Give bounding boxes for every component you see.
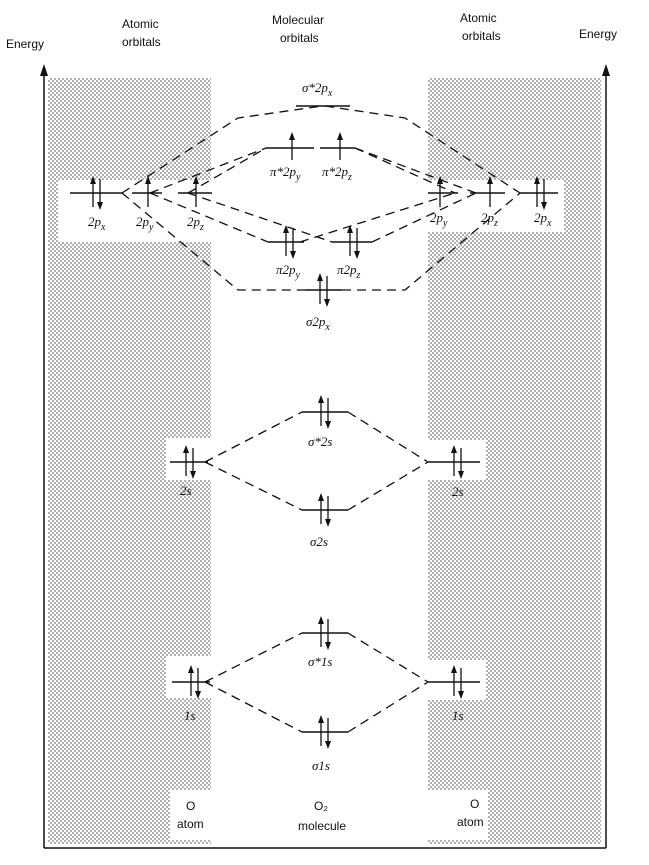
right-atom-word: atom: [457, 815, 484, 829]
left-2s-orbital: [170, 445, 208, 479]
pi-2py-label: π2py: [276, 262, 301, 281]
left-2py-label: 2py: [136, 214, 154, 233]
left-2px-label: 2px: [88, 214, 106, 233]
correlation-lines: [121, 105, 521, 733]
sigma-star-1s-label: σ*1s: [308, 654, 332, 669]
left-2pz-label: 2pz: [187, 214, 204, 233]
sigma-star-2s-orbital: [302, 395, 348, 429]
sigma-star-2px-label: σ*2px: [302, 80, 333, 99]
left-atom-symbol: O: [186, 799, 195, 813]
sigma-star-1s-orbital: [302, 616, 348, 650]
sigma-1s-orbital: [302, 715, 348, 749]
left-atom-word: atom: [177, 817, 204, 831]
molecule-symbol: O₂: [314, 799, 328, 813]
pi-star-2py-orbital: [266, 132, 314, 160]
left-2pz-orbital: [178, 176, 212, 207]
pi-star-2py-label: π*2py: [270, 164, 301, 183]
left-1s-orbital: [172, 665, 210, 699]
left-2px-orbital: [70, 176, 122, 210]
right-2pz-orbital: [470, 176, 505, 207]
pi-2pz-orbital: [332, 225, 372, 259]
right-2s-label: 2s: [452, 484, 464, 499]
pi-star-2pz-orbital: [320, 132, 355, 160]
energy-axis-left: [40, 64, 48, 848]
left-2s-label: 2s: [180, 483, 192, 498]
right-2s-orbital: [428, 445, 480, 479]
pi-2pz-label: π2pz: [337, 262, 361, 281]
atomic-orbitals-left-line1: Atomic: [122, 17, 159, 31]
pi-2py-orbital: [268, 225, 304, 259]
atomic-orbitals-right-line1: Atomic: [460, 11, 497, 25]
right-1s-orbital: [428, 665, 480, 699]
left-1s-label: 1s: [184, 708, 196, 723]
sigma-2s-label: σ2s: [310, 534, 328, 549]
right-2py-label: 2py: [430, 210, 448, 229]
sigma-2px-orbital: [305, 273, 342, 307]
energy-axis-right: [602, 64, 610, 848]
sigma-2px-label: σ2px: [306, 314, 330, 333]
molecule-word: molecule: [298, 819, 346, 833]
right-2py-orbital: [428, 176, 458, 207]
atomic-orbitals-left-line2: orbitals: [122, 35, 161, 49]
right-atom-symbol: O: [470, 797, 479, 811]
sigma-2s-orbital: [302, 493, 348, 527]
atomic-orbitals-right-line2: orbitals: [462, 29, 501, 43]
energy-label-right: Energy: [579, 27, 617, 41]
sigma-1s-label: σ1s: [312, 758, 330, 773]
right-2px-label: 2px: [534, 210, 552, 229]
molecular-orbitals-line2: orbitals: [280, 31, 319, 45]
right-2pz-label: 2pz: [481, 210, 498, 229]
sigma-star-2s-label: σ*2s: [308, 434, 332, 449]
right-1s-label: 1s: [452, 708, 464, 723]
energy-label-left: Energy: [6, 37, 44, 51]
right-2px-orbital: [520, 176, 558, 210]
pi-star-2pz-label: π*2pz: [322, 164, 352, 183]
molecular-orbitals-line1: Molecular: [272, 13, 324, 27]
left-2py-orbital: [132, 176, 162, 207]
